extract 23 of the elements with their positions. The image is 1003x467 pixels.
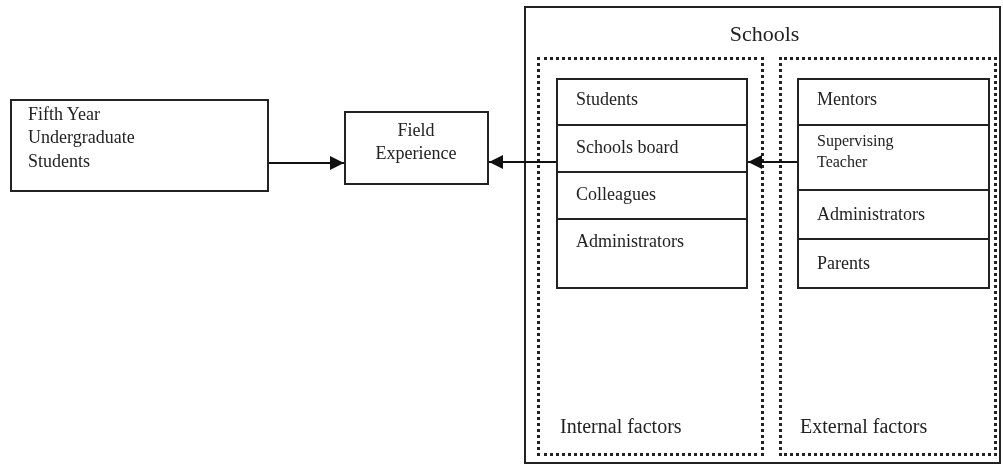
group-title: Schools (728, 20, 801, 48)
node-label: Administrators (576, 230, 684, 253)
node-label: Administrators (817, 203, 925, 226)
node-label: Parents (817, 252, 870, 275)
node-label: Students (576, 88, 638, 111)
node-label: Colleagues (576, 183, 656, 206)
node-label: Supervising Teacher (817, 131, 895, 172)
group-title: Internal factors (560, 414, 683, 439)
node-label: Fifth Year Undergraduate Students (28, 103, 136, 173)
process-box (344, 111, 489, 185)
node-label: Mentors (817, 88, 877, 111)
node-label: Field Experience (374, 119, 458, 166)
node-label: Schools board (576, 136, 679, 159)
list-box (556, 78, 748, 289)
dotted-group-box (779, 57, 997, 456)
group-title: External factors (800, 414, 929, 439)
arrow (488, 155, 557, 169)
arrow (268, 156, 345, 170)
dotted-group-box (537, 57, 764, 456)
arrow (747, 155, 798, 169)
group-box (524, 6, 1001, 464)
list-box (797, 78, 990, 289)
process-box (10, 99, 269, 192)
